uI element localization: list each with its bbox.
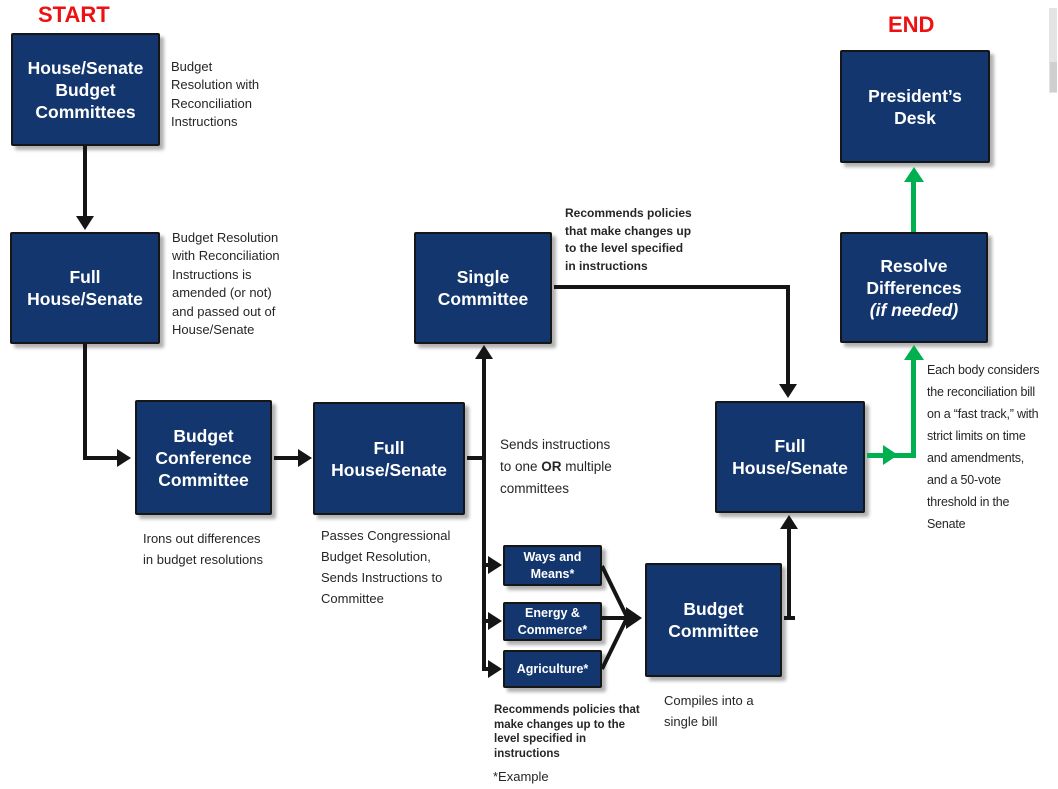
branch-ways-head — [488, 556, 502, 574]
arrow-fhs1-to-conference-head — [117, 449, 131, 467]
green-resolve-to-desk-head — [904, 167, 924, 182]
arrow-spine-to-single-committee-head — [475, 345, 493, 359]
green-up-to-resolve-vline — [911, 356, 916, 458]
green-up-to-resolve-head — [904, 345, 924, 360]
arrow-single-to-fhs3-vline — [786, 285, 790, 384]
annotation-amended: Budget Resolution with Reconciliation In… — [172, 230, 280, 338]
green-resolve-to-desk-vline — [911, 181, 916, 232]
arrow-committees-to-fhs1-head — [76, 216, 94, 230]
arrow-committees-to-fhs1-line — [83, 146, 87, 218]
annotation-each-body: Each body considers the reconciliation b… — [927, 363, 1040, 531]
if-needed-label: (if needed) — [869, 299, 959, 320]
arrow-fhs1-to-conference-hline — [83, 456, 119, 460]
right-edge-artifact-dark — [1050, 62, 1057, 92]
arrow-fhs1-to-conference-vline — [83, 344, 87, 460]
node-resolve-differences: Resolve Differences (if needed) — [840, 232, 988, 343]
annotation-budget-resolution: Budget Resolution with Reconciliation In… — [171, 59, 260, 130]
annotation-example: *Example — [493, 769, 549, 784]
branch-energy-head — [488, 612, 502, 630]
annotation-recommends-single: Recommends policies that make changes up… — [565, 206, 692, 273]
converge-to-budget-committee-head — [626, 607, 642, 629]
arrow-budgetcmte-to-fhs3-vline — [787, 524, 791, 620]
green-fhs3-head — [883, 445, 898, 465]
converge-agriculture-line — [600, 616, 629, 670]
node-presidents-desk: President’s Desk — [840, 50, 990, 163]
start-label: START — [38, 2, 110, 27]
arrow-conference-to-fhs2-head — [298, 449, 312, 467]
node-ways-and-means: Ways and Means* — [503, 545, 602, 586]
end-label: END — [888, 12, 935, 37]
node-full-house-senate-2: Full House/Senate — [313, 402, 465, 515]
annotation-recommends-multi: Recommends policies that make changes up… — [494, 704, 640, 760]
right-edge-artifact — [1049, 8, 1057, 93]
node-energy-commerce: Energy & Commerce* — [503, 602, 602, 641]
arrow-conference-to-fhs2-line — [274, 456, 300, 460]
spine-vline — [482, 357, 486, 671]
arrow-fhs2-to-spine-line — [467, 456, 486, 460]
annotation-passes: Passes Congressional Budget Resolution, … — [321, 528, 451, 606]
branch-energy-line — [484, 619, 490, 623]
arrow-budgetcmte-to-fhs3-head — [780, 515, 798, 529]
branch-ways-line — [484, 563, 490, 567]
node-single-committee: Single Committee — [414, 232, 552, 344]
annotation-compiles: Compiles into a single bill — [664, 693, 754, 729]
converge-ways-line — [600, 565, 629, 619]
resolve-differences-label: Resolve Differences — [866, 255, 962, 298]
converge-energy-line — [602, 616, 630, 620]
node-budget-committee: Budget Committee — [645, 563, 782, 677]
node-full-house-senate-1: Full House/Senate — [10, 232, 160, 344]
node-agriculture: Agriculture* — [503, 650, 602, 688]
annotation-irons-out: Irons out differences in budget resoluti… — [143, 531, 263, 567]
node-house-senate-budget-committees: House/Senate Budget Committees — [11, 33, 160, 146]
branch-agriculture-line — [484, 667, 490, 671]
arrow-single-to-fhs3-head — [779, 384, 797, 398]
node-budget-conference-committee: Budget Conference Committee — [135, 400, 272, 515]
node-full-house-senate-3: Full House/Senate — [715, 401, 865, 513]
branch-agriculture-head — [488, 660, 502, 678]
arrow-single-to-fhs3-hline — [554, 285, 790, 289]
